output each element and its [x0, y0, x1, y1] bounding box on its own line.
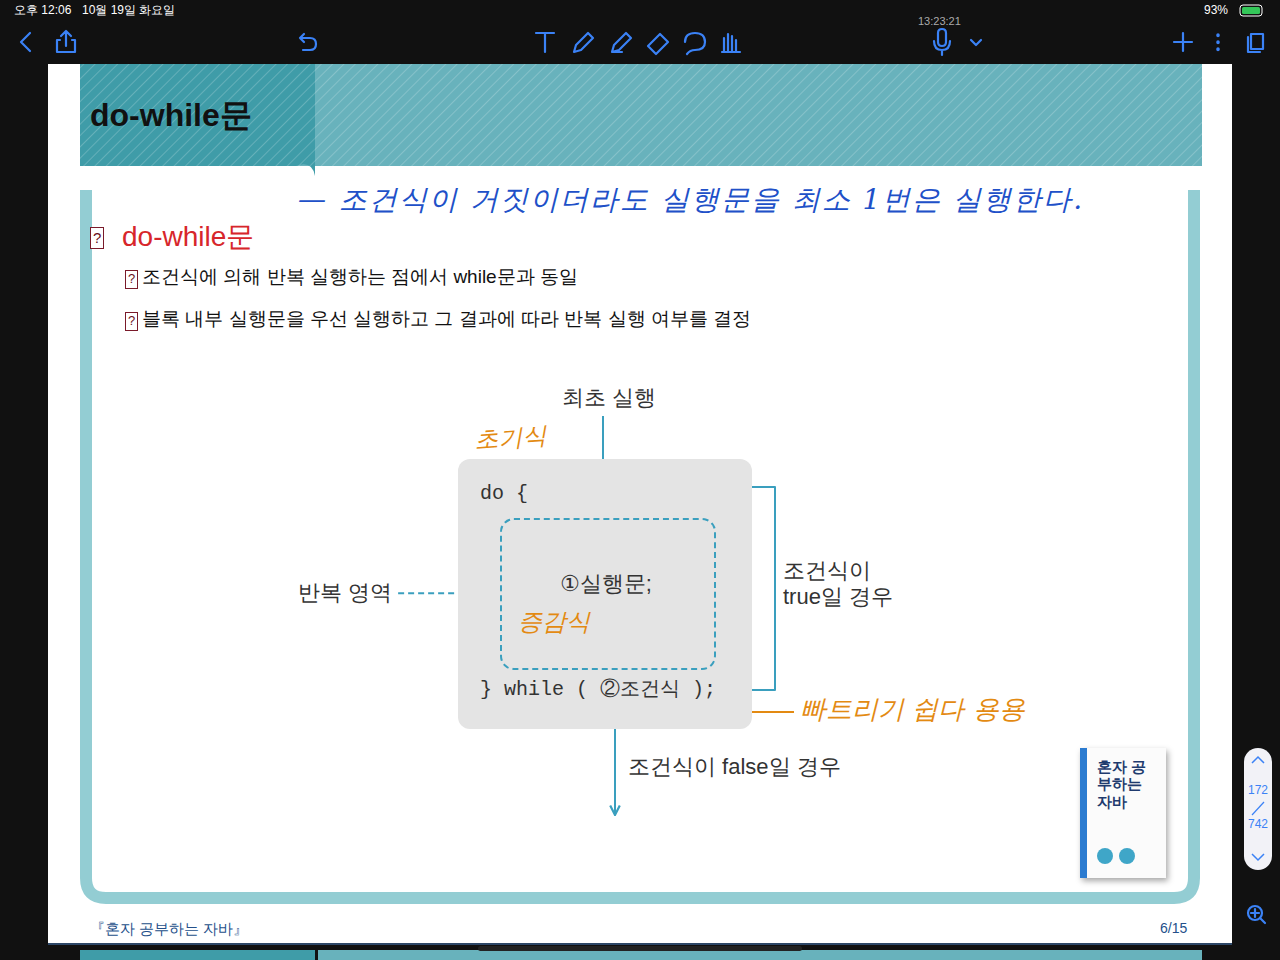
loop-body-box: ①실행문; 증감식 [500, 518, 716, 670]
page-indicator-number: 742 [1244, 817, 1272, 831]
header-tab-hatch [80, 64, 315, 166]
statement-text: ①실행문; [560, 571, 652, 597]
page-indicator [1244, 748, 1272, 870]
status-date: 10월 19일 화요일 [82, 3, 175, 17]
handwritten-note: 초기식 [473, 422, 547, 456]
code-block-box: do { } while ( ②조건식 ); ①실행문; 증감식 [458, 459, 752, 729]
page-divider [48, 944, 1232, 945]
book-badge [1097, 848, 1113, 864]
add-icon [1174, 33, 1192, 51]
header-tab [80, 64, 315, 176]
lasso-icon [685, 33, 705, 54]
flow-label: 반복 영역 [298, 580, 392, 606]
page-slash [1252, 802, 1264, 815]
hand-icon [722, 34, 740, 52]
bullet-text: 조건식에 의해 반복 실행하는 점에서 while문과 동일 [142, 266, 578, 289]
zoom-icon-plus [1251, 909, 1265, 923]
missing-glyph: ? [125, 270, 138, 289]
status-time: 오후 12:06 [14, 3, 71, 17]
content-frame [86, 190, 1194, 898]
battery-icon [1240, 5, 1262, 16]
recording-timer: 13:23:21 [918, 15, 961, 28]
book-cover: 혼자 공부하는 자바 [1080, 748, 1166, 878]
handwritten-note: — 조건식이 거짓이더라도 실행문을 최소 1번은 실행한다. [298, 183, 1084, 217]
more-icon [1216, 35, 1220, 50]
next-page-tab [80, 950, 315, 960]
slide-page [48, 64, 1232, 943]
eraser-icon [648, 34, 668, 54]
dropdown-icon [971, 40, 981, 45]
code-line: } while ( ②조건식 ); [480, 678, 716, 702]
header-hatch [315, 64, 1202, 166]
page-number: 6/15 [1160, 920, 1187, 937]
pen-icon [574, 33, 593, 52]
page-arrows [1252, 757, 1264, 860]
missing-glyph: ? [90, 227, 104, 249]
home-indicator [478, 946, 802, 951]
flow-label: 조건식이 false일 경우 [628, 754, 841, 780]
pages-icon [1248, 34, 1263, 52]
handwritten-note: 증감식 [518, 608, 590, 637]
book-title: 혼자 공부하는 자바 [1097, 758, 1159, 810]
handwritten-note: 빠트리기 쉽다 용용 [800, 694, 1025, 725]
slide-title: do-while문 [90, 96, 252, 134]
next-page-band [318, 950, 1202, 960]
flow-label: 최초 실행 [562, 385, 656, 411]
code-line: do { [480, 482, 528, 506]
highlighter-icon [612, 33, 631, 52]
flow-label: 조건식이 true일 경우 [783, 558, 913, 611]
battery-percent: 93% [1204, 3, 1228, 17]
battery-level [1242, 7, 1260, 14]
header-band [80, 64, 1202, 166]
footer-text: 『혼자 공부하는 자바』 [90, 920, 248, 938]
mic-icon [934, 29, 950, 55]
text-tool-icon [536, 33, 554, 52]
bullet-text: 블록 내부 실행문을 우선 실행하고 그 결과에 따라 반복 실행 여부를 결정 [142, 308, 751, 331]
missing-glyph: ? [125, 312, 138, 331]
share-icon [57, 31, 75, 52]
back-icon [21, 33, 30, 51]
section-heading: do-while문 [122, 220, 254, 254]
undo-icon [300, 34, 316, 50]
page-indicator-number: 172 [1244, 783, 1272, 797]
book-badge [1119, 848, 1135, 864]
